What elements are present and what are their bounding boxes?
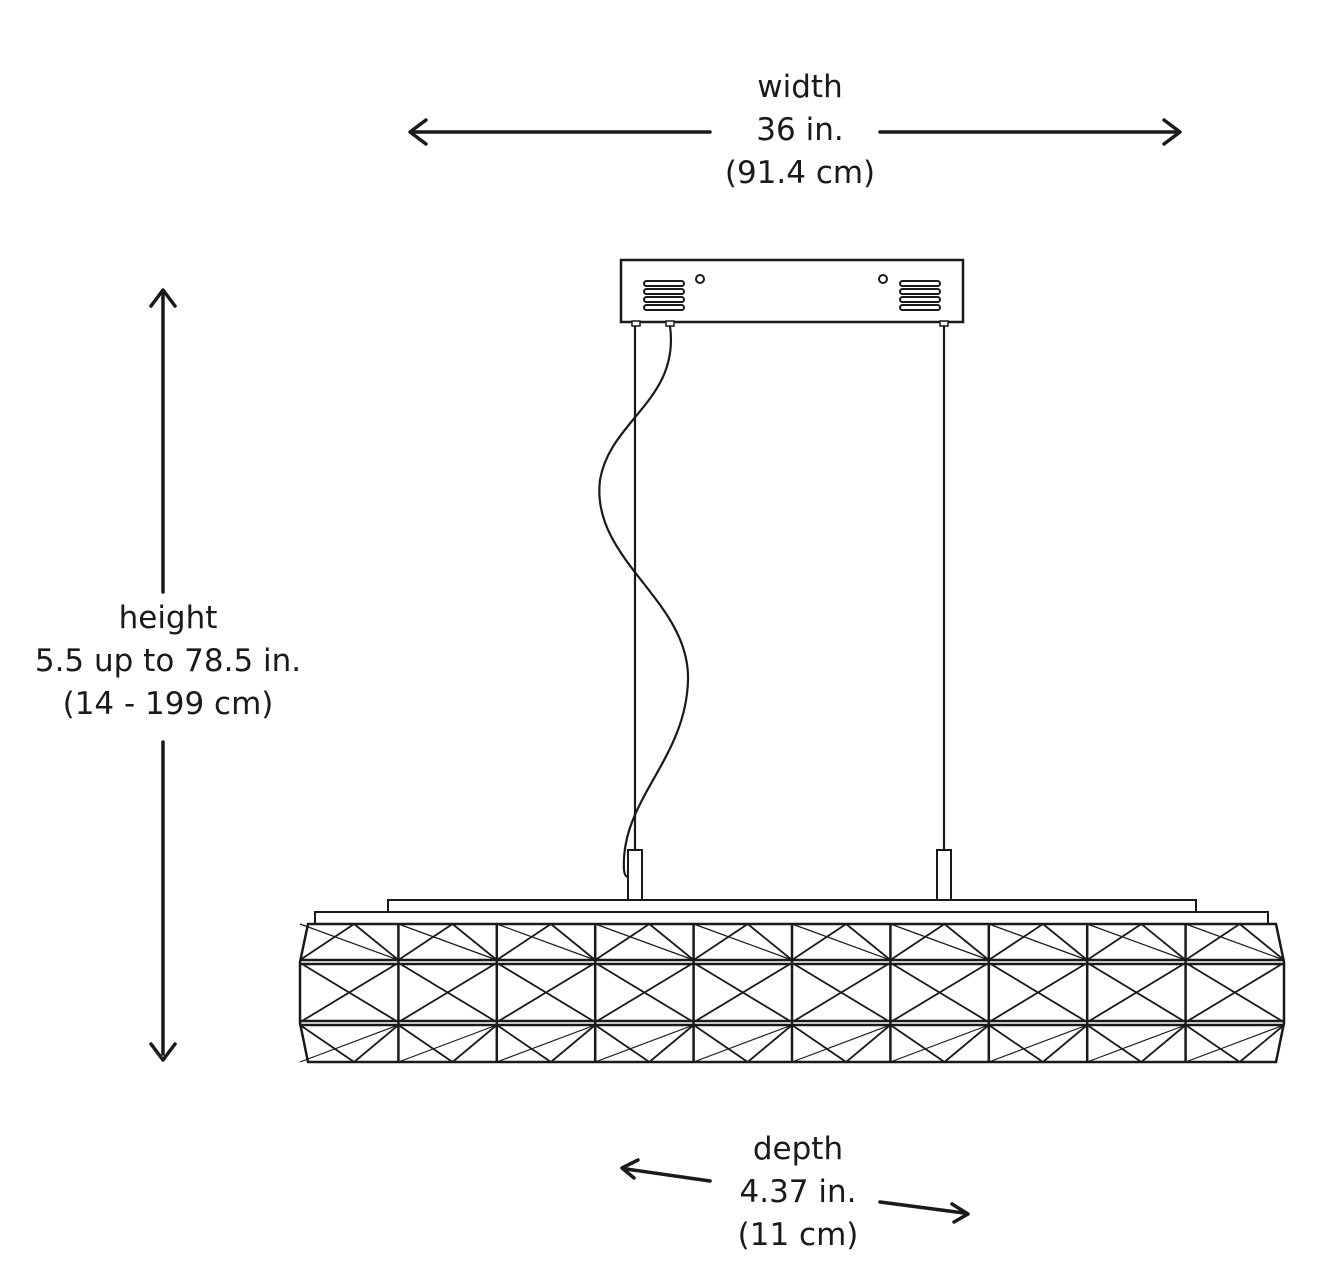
- shade-facet-mid-diag: [891, 963, 988, 1022]
- shade-facet-bottom: [299, 1024, 399, 1064]
- power-cord: [598, 325, 690, 878]
- shade-facet-top-diag: [1086, 923, 1186, 961]
- shade-facet-bottom: [791, 1024, 891, 1064]
- shade-facet-top: [496, 922, 596, 961]
- shade-facet-top-diag: [693, 923, 793, 961]
- shade-facet-bottom: [496, 1024, 596, 1064]
- height-arrow: [149, 288, 177, 1062]
- width-arrow: [408, 118, 1182, 146]
- shade-facet-mid-diag: [596, 963, 693, 1022]
- cable-grippers: [627, 849, 952, 901]
- depth-metric: (11 cm): [737, 1217, 859, 1253]
- shade-facet-bottom-diag: [1086, 1024, 1186, 1063]
- shade-facet-mid-diag: [990, 963, 1086, 1022]
- shade-facet-bottom: [397, 1024, 498, 1064]
- height-dimension-label: height 5.5 up to 78.5 in. (14 - 199 cm): [18, 597, 318, 726]
- shade-facet-bottom-diag: [988, 1024, 1088, 1063]
- shade-facet-top: [889, 922, 990, 961]
- shade-facet-top-diag: [791, 923, 891, 961]
- shade-facet-bottom-diag: [1185, 1024, 1285, 1063]
- shade-facet-top-diag: [594, 923, 694, 961]
- depth-title: depth: [752, 1131, 844, 1167]
- shade-facet-top: [594, 922, 695, 961]
- shade-facet-top: [1086, 922, 1187, 961]
- shade-facet-bottom-diag: [299, 1024, 399, 1063]
- shade-facet-top: [988, 922, 1088, 961]
- width-metric: (91.4 cm): [724, 155, 876, 191]
- shade-facet-top: [397, 922, 498, 961]
- width-title: width: [757, 69, 843, 105]
- shade-facet-mid-diag: [793, 963, 889, 1022]
- canopy-vent-left: [643, 280, 685, 311]
- ceiling-canopy: [619, 258, 965, 327]
- shade-facet-mid-diag: [399, 963, 496, 1022]
- shade-facet-top-diag: [299, 923, 399, 961]
- canopy-vent-right: [899, 280, 941, 311]
- depth-dimension-label: depth 4.37 in. (11 cm): [698, 1128, 898, 1257]
- height-title: height: [118, 600, 218, 636]
- shade-facet-top: [299, 922, 399, 961]
- shade-facet-bottom: [889, 1024, 990, 1064]
- shade-facet-top-diag: [496, 923, 596, 961]
- shade-facet-bottom: [693, 1024, 793, 1064]
- height-imperial: 5.5 up to 78.5 in.: [34, 643, 302, 679]
- shade-facet-bottom-diag: [398, 1024, 498, 1063]
- shade-facet-mid-diag: [498, 963, 594, 1022]
- shade-facet-top-diag: [890, 923, 990, 961]
- depth-arrow: [620, 1158, 970, 1224]
- shade-facet-top: [1185, 922, 1285, 961]
- suspension-cables: [633, 326, 946, 850]
- shade-facet-top-diag: [988, 923, 1088, 961]
- shade-facet-bottom: [1086, 1024, 1187, 1064]
- shade-facet-bottom: [988, 1024, 1088, 1064]
- shade-facet-top-diag: [398, 923, 498, 961]
- shade-facet-bottom-diag: [791, 1024, 891, 1063]
- crystal-shade: [298, 922, 1286, 1064]
- shade-facet-top: [693, 922, 793, 961]
- height-metric: (14 - 199 cm): [62, 686, 274, 722]
- shade-facet-bottom-diag: [594, 1024, 694, 1063]
- shade-facet-mid-diag: [695, 963, 791, 1022]
- depth-imperial: 4.37 in.: [739, 1174, 857, 1210]
- shade-facet-bottom-diag: [693, 1024, 793, 1063]
- shade-facet-mid-diag: [301, 963, 397, 1022]
- width-dimension-label: width 36 in. (91.4 cm): [700, 66, 900, 195]
- shade-facet-bottom-diag: [496, 1024, 596, 1063]
- width-imperial: 36 in.: [756, 112, 844, 148]
- shade-facet-top: [791, 922, 891, 961]
- shade-facet-bottom-diag: [890, 1024, 990, 1063]
- shade-facet-mid-diag: [1187, 963, 1283, 1022]
- shade-facet-bottom: [1185, 1024, 1285, 1064]
- shade-facet-top-diag: [1185, 923, 1285, 961]
- fixture-top-plates: [314, 899, 1269, 925]
- shade-facet-bottom: [594, 1024, 695, 1064]
- shade-facet-mid-diag: [1088, 963, 1185, 1022]
